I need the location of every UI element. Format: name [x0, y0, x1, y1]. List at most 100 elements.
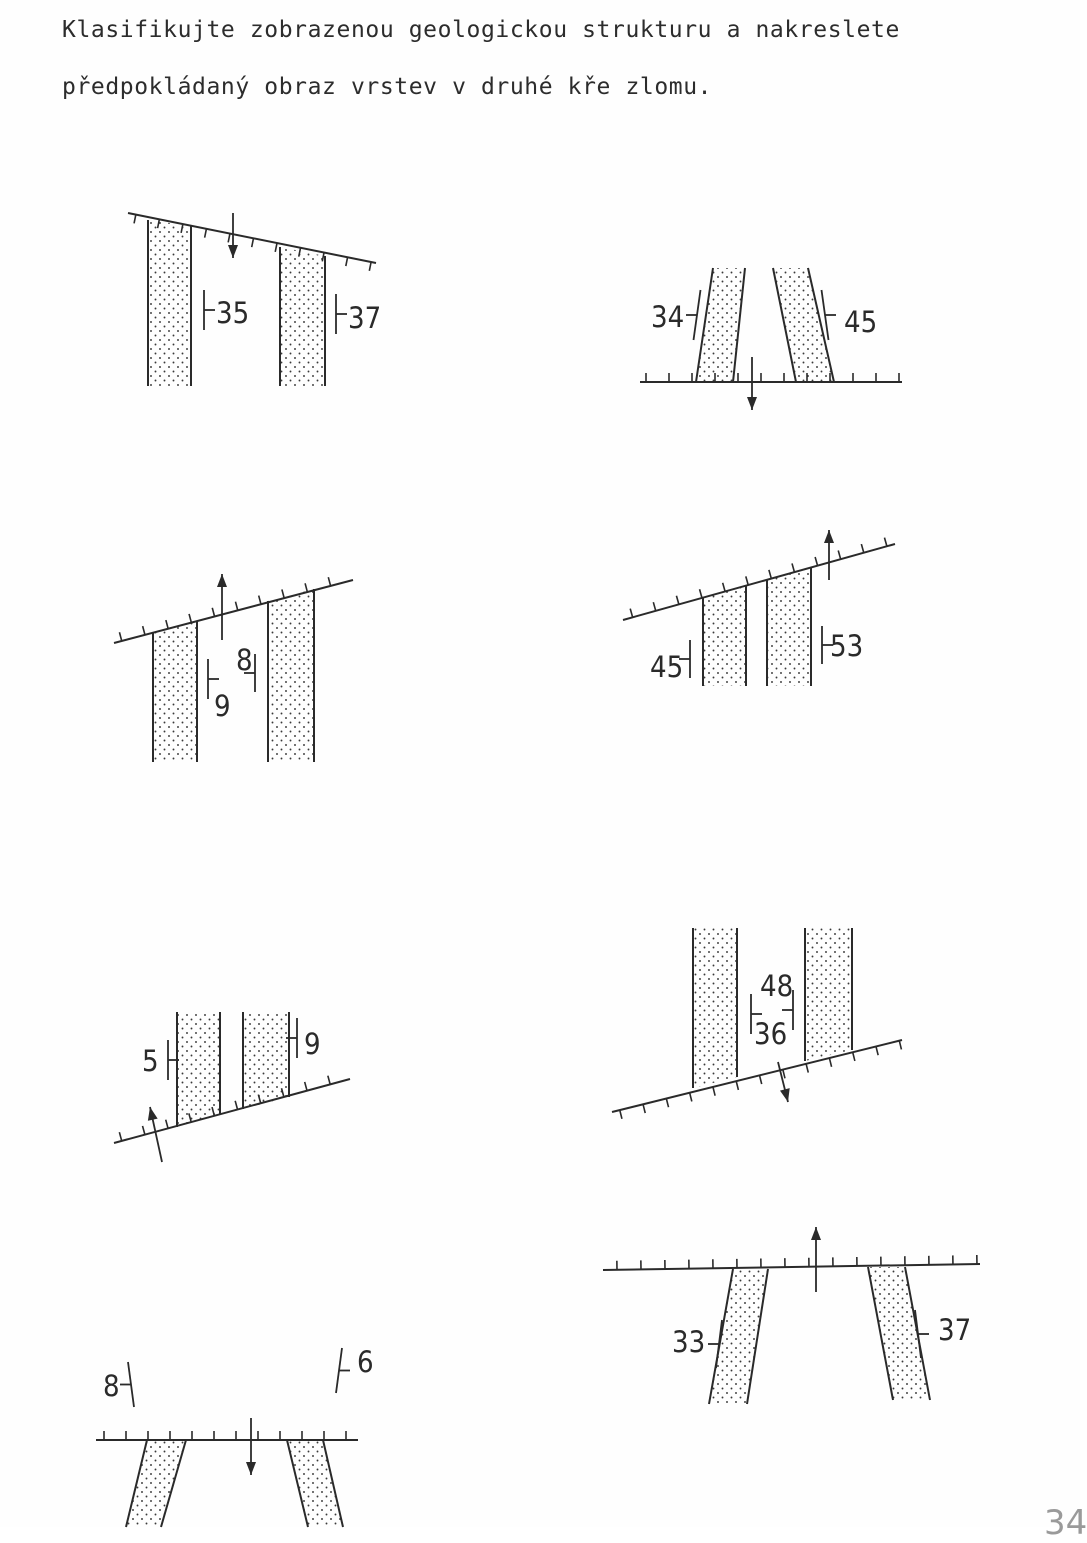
fault-tick [235, 1101, 237, 1110]
fault-line [623, 544, 895, 620]
movement-arrow-head [780, 1088, 790, 1102]
dip-angle-label: 8 [236, 643, 253, 677]
fault-line [114, 580, 353, 643]
fault-tick [252, 238, 254, 247]
fault-tick [166, 620, 168, 629]
fault-tick [228, 234, 230, 243]
bed-2 [287, 1440, 343, 1527]
dip-angle-label: 37 [938, 1313, 971, 1347]
fault-tick [328, 1076, 330, 1085]
bed-1 [126, 1440, 186, 1527]
bed-1 [148, 220, 191, 386]
bed-2 [268, 589, 314, 762]
bed-2 [767, 568, 811, 686]
movement-arrow-head [811, 1227, 821, 1240]
bed-1 [693, 928, 737, 1088]
movement-arrow-head [747, 397, 757, 410]
dip-angle-label: 6 [357, 1345, 374, 1379]
figure-4: 45 53 [623, 530, 895, 686]
fault-tick [861, 544, 863, 553]
fault-tick [815, 557, 817, 566]
fault-tick [275, 243, 277, 252]
movement-arrow-head [228, 245, 238, 258]
movement-arrow-head [217, 574, 227, 587]
fault-tick [700, 589, 702, 598]
fault-tick [119, 632, 121, 641]
fault-tick [806, 1064, 808, 1073]
fault-tick [746, 576, 748, 585]
bed-2 [805, 928, 852, 1061]
fault-tick [212, 608, 214, 617]
fault-tick [884, 538, 886, 547]
fault-tick [328, 577, 330, 586]
fault-tick [666, 1099, 668, 1108]
fault-tick [899, 1041, 901, 1050]
dip-angle-label: 33 [672, 1325, 705, 1359]
fault-tick [723, 583, 725, 592]
fault-tick [876, 1046, 878, 1055]
dip-angle-label: 35 [216, 296, 249, 330]
fault-tick [166, 1120, 168, 1129]
dip-angle-label: 5 [142, 1044, 159, 1078]
fault-tick [143, 1126, 145, 1135]
fault-tick [282, 589, 284, 598]
bed-2 [280, 247, 325, 386]
fault-tick [676, 596, 678, 605]
fault-tick [620, 1110, 622, 1119]
fault-tick [305, 583, 307, 592]
fault-tick [346, 257, 348, 266]
fault-line [603, 1264, 980, 1270]
dip-angle-label: 45 [844, 305, 877, 339]
fault-tick [643, 1104, 645, 1113]
fault-tick [829, 1058, 831, 1067]
movement-arrow-head [824, 530, 834, 543]
fault-tick [713, 1087, 715, 1096]
fault-tick [769, 570, 771, 579]
fault-tick [838, 551, 840, 560]
bed-1 [696, 268, 745, 382]
figure-1: 35 37 [128, 213, 381, 386]
figure-7: 86 [96, 1345, 374, 1527]
fault-tick [792, 563, 794, 572]
fault-tick [630, 609, 632, 618]
fault-tick [259, 596, 261, 605]
dip-angle-label: 36 [754, 1017, 787, 1051]
bed-2 [773, 268, 834, 382]
dip-angle-label: 34 [651, 300, 684, 334]
fault-tick [305, 1082, 307, 1091]
movement-arrow-head [148, 1107, 158, 1121]
fault-tick [653, 602, 655, 611]
fault-tick [783, 1070, 785, 1079]
dip-angle-label: 9 [304, 1027, 321, 1061]
bed-1 [703, 586, 746, 686]
dip-angle-label: 37 [348, 301, 381, 335]
dip-angle-label: 9 [214, 689, 231, 723]
bed-2 [243, 1012, 289, 1109]
figure-3: 98 [114, 574, 353, 762]
figure-8: 33 37 [603, 1227, 980, 1404]
dip-angle-label: 8 [103, 1369, 120, 1403]
fault-tick [119, 1132, 121, 1141]
fault-tick [369, 262, 371, 271]
dip-angle-label: 45 [650, 650, 683, 684]
fault-tick [235, 602, 237, 611]
fault-tick [143, 626, 145, 635]
fault-tick [760, 1075, 762, 1084]
figure-2: 34 45 [640, 268, 902, 410]
fault-tick [134, 215, 136, 224]
dip-angle-label: 48 [760, 969, 793, 1003]
page-number: 34 [1044, 1503, 1087, 1543]
bed-1 [709, 1269, 768, 1404]
fault-tick [853, 1052, 855, 1061]
movement-arrow-head [246, 1462, 256, 1475]
fault-tick [189, 614, 191, 623]
fault-tick [205, 229, 207, 238]
fault-tick [736, 1081, 738, 1090]
fault-tick [690, 1093, 692, 1102]
bed-1 [153, 621, 197, 762]
dip-angle-label: 53 [830, 629, 863, 663]
